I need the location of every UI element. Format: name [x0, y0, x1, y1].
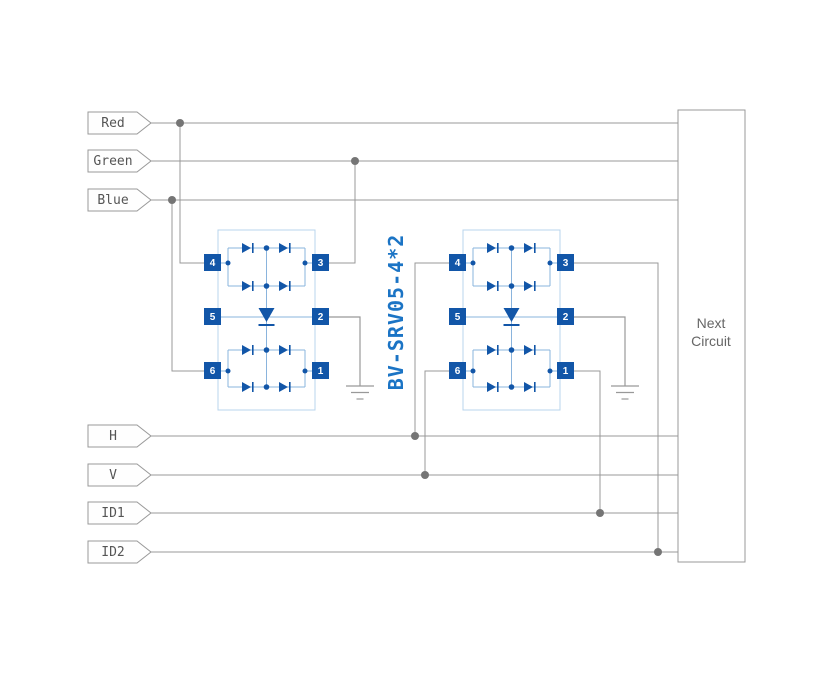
pin-number: 5 — [210, 312, 216, 323]
signal-tag-label: Green — [93, 154, 132, 169]
pin-number: 5 — [455, 312, 461, 323]
signal-tag-h: H — [87, 424, 152, 448]
signal-wires — [151, 122, 678, 553]
signal-tag-green: Green — [87, 149, 152, 173]
chip1-pin-1: 1 — [312, 362, 329, 379]
signal-tag-label: ID2 — [101, 545, 124, 560]
pin-number: 1 — [318, 366, 324, 377]
ground-icon-1 — [329, 316, 374, 400]
pin-number: 6 — [455, 366, 461, 377]
signal-tag-id2: ID2 — [87, 540, 152, 564]
branch-red-to-pin4 — [179, 123, 204, 264]
chip2-pin-3: 3 — [557, 254, 574, 271]
chip2-pin-5: 5 — [449, 308, 466, 325]
signal-tag-label: V — [109, 468, 117, 483]
junction-dot — [411, 432, 419, 440]
junction-dots — [168, 119, 662, 556]
pin-number: 6 — [210, 366, 216, 377]
branch-blue-to-pin6 — [171, 200, 204, 372]
chip1-pin-3: 3 — [312, 254, 329, 271]
signal-tag-label: Blue — [97, 193, 128, 208]
signal-tag-v: V — [87, 463, 152, 487]
pin-number: 2 — [563, 312, 569, 323]
pin-number: 4 — [455, 258, 461, 269]
chip1-pin-5: 5 — [204, 308, 221, 325]
branch-id1-to-pin1 — [574, 370, 601, 513]
signal-tag-label: Red — [101, 116, 124, 131]
chip1-pin-4: 4 — [204, 254, 221, 271]
part-number-label: BV-SRV05-4*2 — [384, 234, 408, 391]
chip1-pin-2: 2 — [312, 308, 329, 325]
pin-number: 4 — [210, 258, 216, 269]
signal-tag-blue: Blue — [87, 188, 152, 212]
junction-dot — [654, 548, 662, 556]
junction-dot — [596, 509, 604, 517]
chip2-pin-4: 4 — [449, 254, 466, 271]
signal-tag-id1: ID1 — [87, 501, 152, 525]
ground-icon-2 — [574, 316, 639, 400]
pin-number: 2 — [318, 312, 324, 323]
chip2-pin-6: 6 — [449, 362, 466, 379]
pin-number: 3 — [318, 258, 324, 269]
pin-number: 3 — [563, 258, 569, 269]
esd-chip-2: 4 5 6 3 2 1 — [449, 229, 574, 411]
chip2-pin-2: 2 — [557, 308, 574, 325]
chip2-pin-1: 1 — [557, 362, 574, 379]
branch-v-to-pin6 — [424, 370, 449, 475]
signal-tag-label: H — [109, 429, 117, 444]
chip1-pin-6: 6 — [204, 362, 221, 379]
next-circuit-label-line2: Circuit — [691, 333, 731, 349]
next-circuit-box: Next Circuit — [677, 109, 746, 563]
junction-dot — [351, 157, 359, 165]
esd-chip-1: 4 5 6 3 2 1 — [204, 229, 329, 411]
pin-number: 1 — [563, 366, 569, 377]
junction-dot — [176, 119, 184, 127]
junction-dot — [421, 471, 429, 479]
branch-wires — [171, 123, 659, 552]
next-circuit-label-line1: Next — [697, 315, 726, 331]
branch-green-to-pin3 — [329, 161, 356, 264]
signal-tag-label: ID1 — [101, 506, 124, 521]
branch-h-to-pin4 — [414, 262, 449, 436]
branch-id2-to-pin3 — [574, 262, 659, 552]
junction-dot — [168, 196, 176, 204]
signal-tag-red: Red — [87, 111, 152, 135]
